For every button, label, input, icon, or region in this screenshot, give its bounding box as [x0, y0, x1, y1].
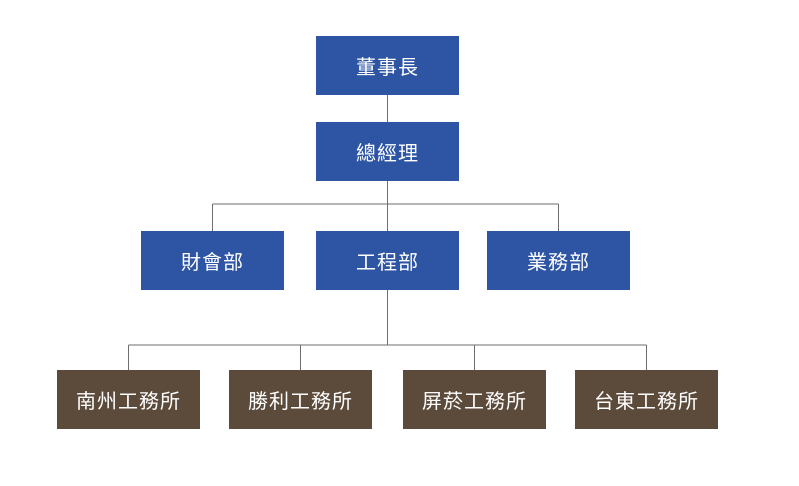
node-dept-sales-label: 業務部: [527, 250, 590, 274]
node-chairman-label: 董事長: [356, 55, 419, 79]
node-general-manager: 總經理: [316, 122, 459, 181]
node-office-taitung-label: 台東工務所: [594, 389, 699, 413]
node-general-manager-label: 總經理: [356, 141, 419, 165]
node-dept-finance-label: 財會部: [181, 250, 244, 274]
node-office-shengli-label: 勝利工務所: [248, 389, 353, 413]
node-office-pingyan-label: 屏菸工務所: [422, 389, 527, 413]
node-dept-finance: 財會部: [141, 231, 284, 290]
node-office-taitung: 台東工務所: [575, 370, 718, 429]
node-office-nanzhou: 南州工務所: [57, 370, 200, 429]
node-dept-engineering: 工程部: [316, 231, 459, 290]
node-dept-engineering-label: 工程部: [356, 250, 419, 274]
node-office-pingyan: 屏菸工務所: [403, 370, 546, 429]
node-office-nanzhou-label: 南州工務所: [76, 389, 181, 413]
node-chairman: 董事長: [316, 36, 459, 95]
node-office-shengli: 勝利工務所: [229, 370, 372, 429]
node-dept-sales: 業務部: [487, 231, 630, 290]
